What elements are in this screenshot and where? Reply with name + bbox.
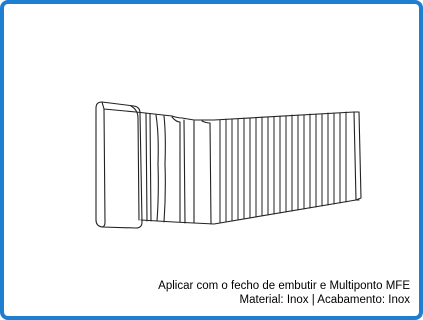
- caption-material: Material: Inox | Acabamento: Inox: [239, 294, 410, 306]
- caption-application: Aplicar com o fecho de embutir e Multipo…: [158, 280, 410, 292]
- product-drawing-image: [95, 101, 362, 229]
- product-caption: Aplicar com o fecho de embutir e Multipo…: [158, 279, 410, 307]
